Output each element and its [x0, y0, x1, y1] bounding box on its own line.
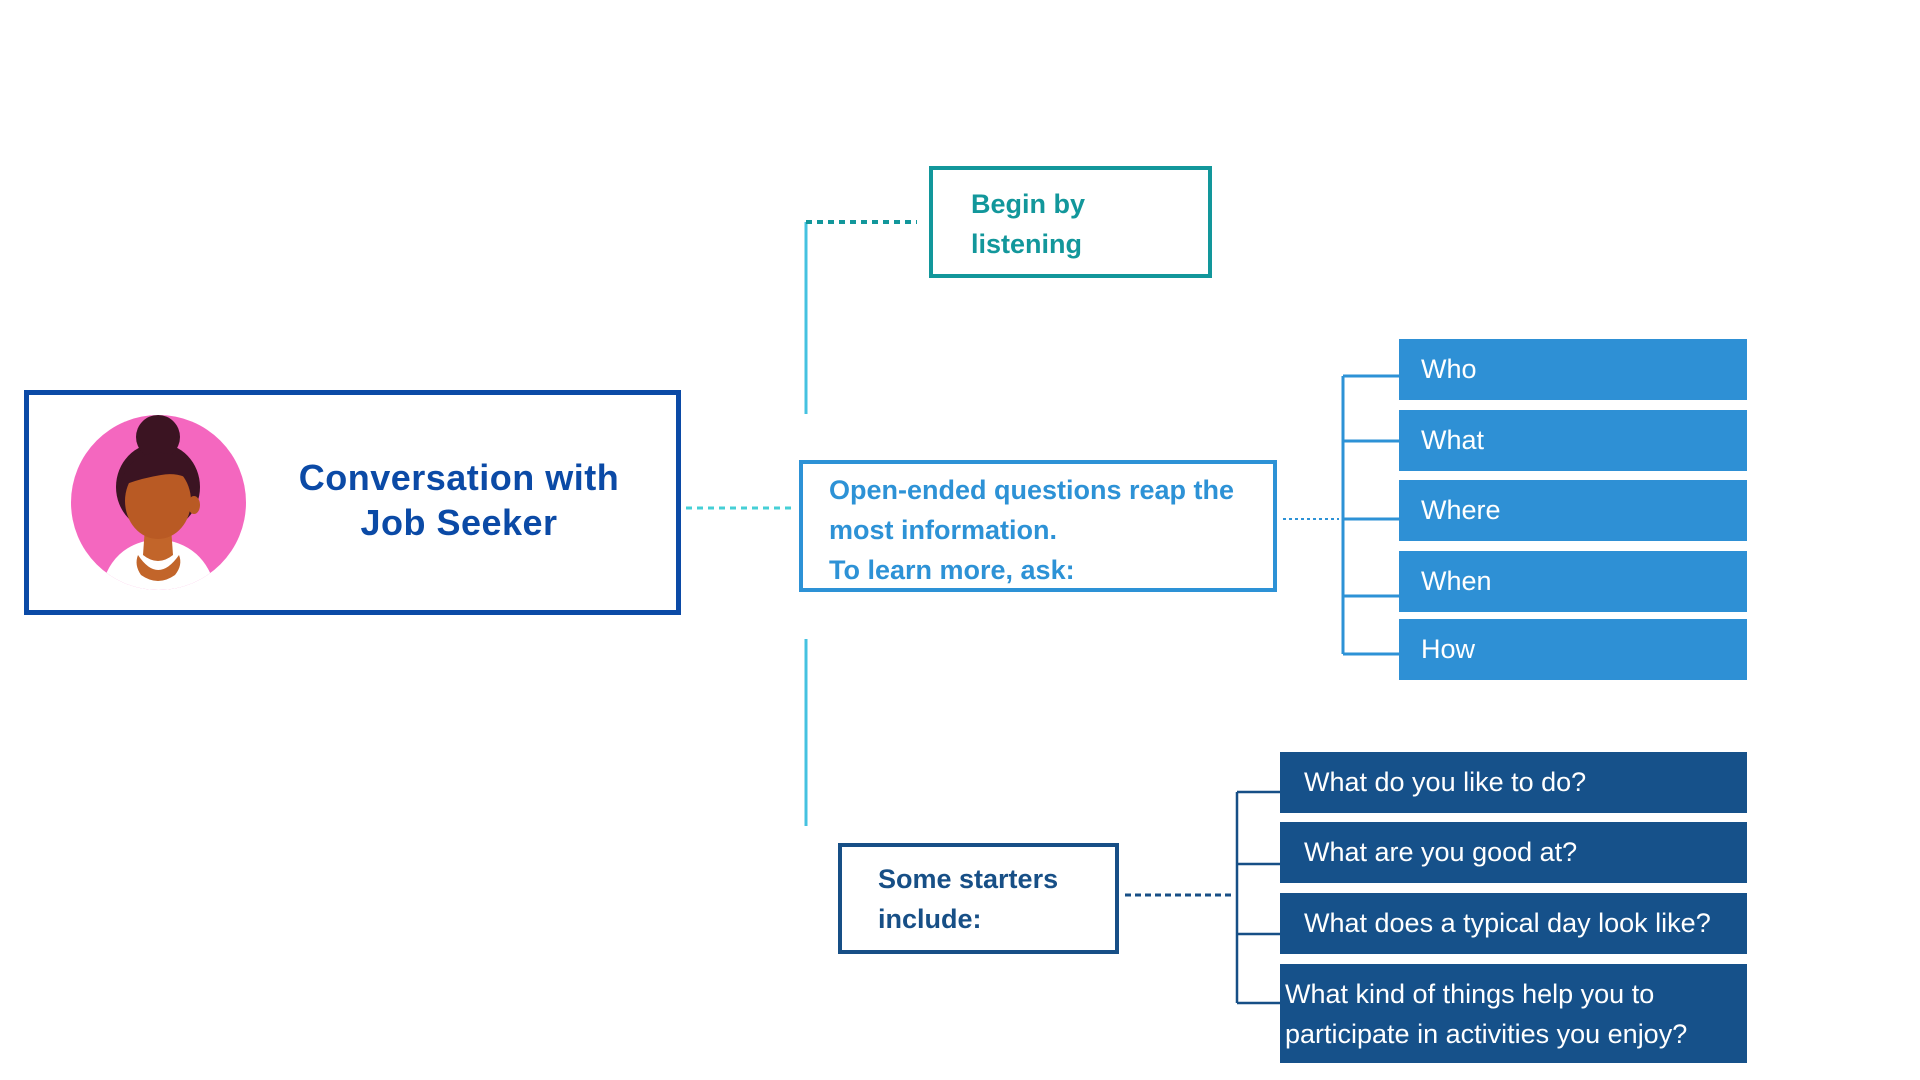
starter-item-last: What kind of things help you to particip… — [1280, 964, 1747, 1063]
open-ended-line3: To learn more, ask: — [829, 555, 1075, 585]
person-avatar-icon — [71, 415, 246, 590]
root-node: Conversation with Job Seeker — [24, 390, 681, 615]
question-word-when: When — [1399, 551, 1747, 612]
begin-label: Begin by listening — [971, 184, 1191, 264]
open-ended-node: Open-ended questions reap the most infor… — [799, 460, 1277, 592]
root-title: Conversation with Job Seeker — [269, 455, 649, 545]
begin-node: Begin by listening — [929, 166, 1212, 278]
starter-item: What does a typical day look like? — [1280, 893, 1747, 954]
starters-bracket — [1235, 790, 1280, 1005]
root-title-line2: Job Seeker — [360, 502, 558, 543]
open-ended-label: Open-ended questions reap the most infor… — [829, 470, 1269, 590]
starters-line1: Some starters — [878, 864, 1059, 894]
starters-label: Some starters include: — [878, 859, 1108, 939]
question-word-where: Where — [1399, 480, 1747, 541]
starter-item: What do you like to do? — [1280, 752, 1747, 813]
question-word-what: What — [1399, 410, 1747, 471]
starters-line2: include: — [878, 904, 982, 934]
open-ended-line2: most information. — [829, 515, 1057, 545]
starter-item: What are you good at? — [1280, 822, 1747, 883]
question-bracket — [1341, 374, 1399, 656]
starter-item-last-line2: participate in activities you enjoy? — [1285, 1019, 1688, 1049]
starter-item-last-line1: What kind of things help you to — [1285, 979, 1655, 1009]
open-ended-line1: Open-ended questions reap the — [829, 475, 1235, 505]
question-word-how: How — [1399, 619, 1747, 680]
begin-line1: Begin by — [971, 189, 1086, 219]
question-word-who: Who — [1399, 339, 1747, 400]
starters-node: Some starters include: — [838, 843, 1119, 954]
begin-line2: listening — [971, 229, 1083, 259]
root-title-line1: Conversation with — [298, 457, 620, 498]
